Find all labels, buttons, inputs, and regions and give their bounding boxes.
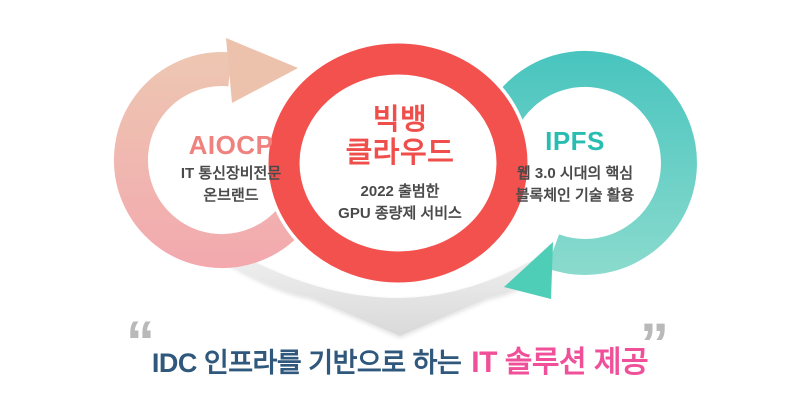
- conclusion-highlight: IT 솔루션 제공: [471, 346, 649, 379]
- ipfs-subtitle-line2: 블록체인 기술 활용: [515, 186, 635, 204]
- aiocp-subtitle-line2: 온브랜드: [203, 186, 259, 204]
- close-quote-icon: ”: [640, 312, 669, 377]
- conclusion-prefix: IDC 인프라를 기반으로 하는: [151, 348, 462, 378]
- ipfs-subtitle: 웹 3.0 시대의 핵심 블록체인 기술 활용: [480, 163, 670, 207]
- ipfs-title: IPFS: [545, 126, 605, 156]
- bigbang-title-line2: 클라우드: [345, 137, 455, 170]
- merge-arrow-icon: [230, 241, 571, 336]
- ipfs-subtitle-line1: 웹 3.0 시대의 핵심: [516, 165, 634, 182]
- aiocp-subtitle: IT 통신장비전문 온브랜드: [141, 163, 321, 207]
- aiocp-ring-arrow-icon: [113, 38, 305, 269]
- bigbang-ring-icon: [265, 40, 531, 286]
- open-quote-icon: “: [126, 310, 155, 375]
- aiocp-subtitle-line1: IT 통신장비전문: [180, 165, 282, 182]
- bigbang-subtitle-line2: GPU 종량제 서비스: [338, 204, 462, 222]
- bigbang-subtitle: 2022 출범한 GPU 종량제 서비스: [290, 181, 510, 225]
- bigbang-title-line1: 빅뱅: [372, 104, 428, 136]
- bigbang-title: 빅뱅 클라우드: [300, 104, 500, 171]
- conclusion-tagline: IDC 인프라를 기반으로 하는 IT 솔루션 제공: [0, 337, 800, 381]
- aiocp-title: AIOCP: [188, 130, 274, 160]
- bigbang-subtitle-line1: 2022 출범한: [360, 183, 440, 200]
